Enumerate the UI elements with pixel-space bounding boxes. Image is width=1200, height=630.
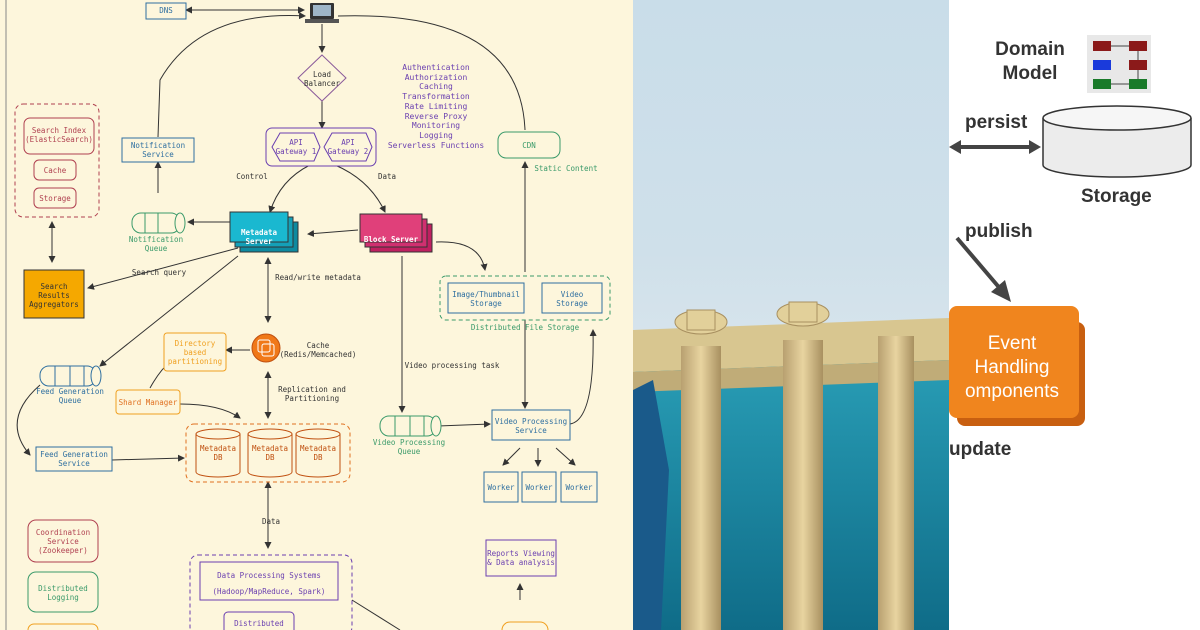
worker-node-1 [483,471,519,503]
publish-label: publish [965,221,1033,242]
domain-model-icon [1087,35,1151,93]
gateway-feature-item: Reverse Proxy [404,111,468,121]
dns-label: DNS [159,6,173,15]
data-processing-label: Data Processing Systems(Hadoop/MapReduce… [212,571,326,596]
gateway-feature-item: Caching [419,82,453,92]
domain-canvas [949,35,1192,426]
edge-label-read-write: Read/write metadata [275,273,361,282]
feed-generation-queue-node [39,365,102,387]
notification-queue-node [131,212,186,234]
edges [16,6,597,630]
coordination-service-node [27,519,99,563]
block-server-node [359,213,433,253]
distributed-file-storage-label: Distributed File Storage [470,323,580,332]
reports-label: Reports Viewing& Data analysis [487,549,555,567]
distributed-bottom-label: Distributed [234,619,284,628]
event-handling-box [949,306,1085,426]
block-server-label: Block Server [363,235,419,244]
video-processing-queue-node [379,415,442,437]
edge-label-data: Data [377,172,397,181]
gateway-feature-item: Authorization [404,72,468,82]
gateway-feature-item: Logging [419,130,453,140]
cdn-label: CDN [522,141,536,150]
cdn-node [497,131,561,159]
distributed-logging-node [27,571,99,613]
storage-cylinder [1042,105,1192,178]
gateway-feature-item: Transformation [402,92,470,102]
reports-node [485,539,557,577]
shard-manager-node [115,389,181,415]
search-group [14,103,100,218]
edge-label-video-task: Video processing task [404,361,500,370]
gateway-feature-item: Authentication [402,63,470,72]
architecture-photo [633,0,949,630]
gateway-feature-item: Rate Limiting [404,101,468,111]
edge-label-data-bottom: Data [261,517,281,526]
client-monitor-icon [305,3,339,23]
persist-label: persist [965,112,1028,133]
edge-label-control: Control [236,172,268,181]
worker-label-1: Worker [487,483,515,492]
metadata-server-node [229,211,299,253]
edge-label-search-query: Search query [131,268,187,277]
notification-service-node [121,137,195,163]
worker-label-2: Worker [525,483,553,492]
cache-small-label: Cache [43,166,67,175]
photo-canvas [633,301,949,630]
diagram-canvas [5,0,611,630]
storage-small-label: Storage [39,194,71,203]
data-processing-group [189,554,353,630]
distributed-file-storage-group [439,275,611,321]
storage-label: Storage [1081,186,1152,207]
directory-partitioning-node [163,332,227,372]
publish-arrow [955,236,1005,294]
gateway-feature-item: Serverless Functions [387,140,485,150]
shard-manager-label: Shard Manager [118,398,178,407]
worker-label-3: Worker [565,483,593,492]
worker-node-2 [521,471,557,503]
cache-redis-label: Cache(Redis/Memcached) [279,341,357,359]
worker-node-3 [560,471,598,503]
search-index-label: Search Index(ElasticSearch) [25,126,93,144]
search-aggregators-node [23,269,85,319]
gateway-feature-item: Monitoring [411,121,461,131]
video-processing-service-node [491,409,571,441]
cache-redis-node [251,333,281,363]
metadata-db-group [185,423,351,483]
dns-node [145,2,187,20]
static-content-label: Static Content [534,164,598,173]
load-balancer-node [297,54,347,102]
update-label: update [949,439,1012,460]
feed-generation-service-node [35,446,113,472]
